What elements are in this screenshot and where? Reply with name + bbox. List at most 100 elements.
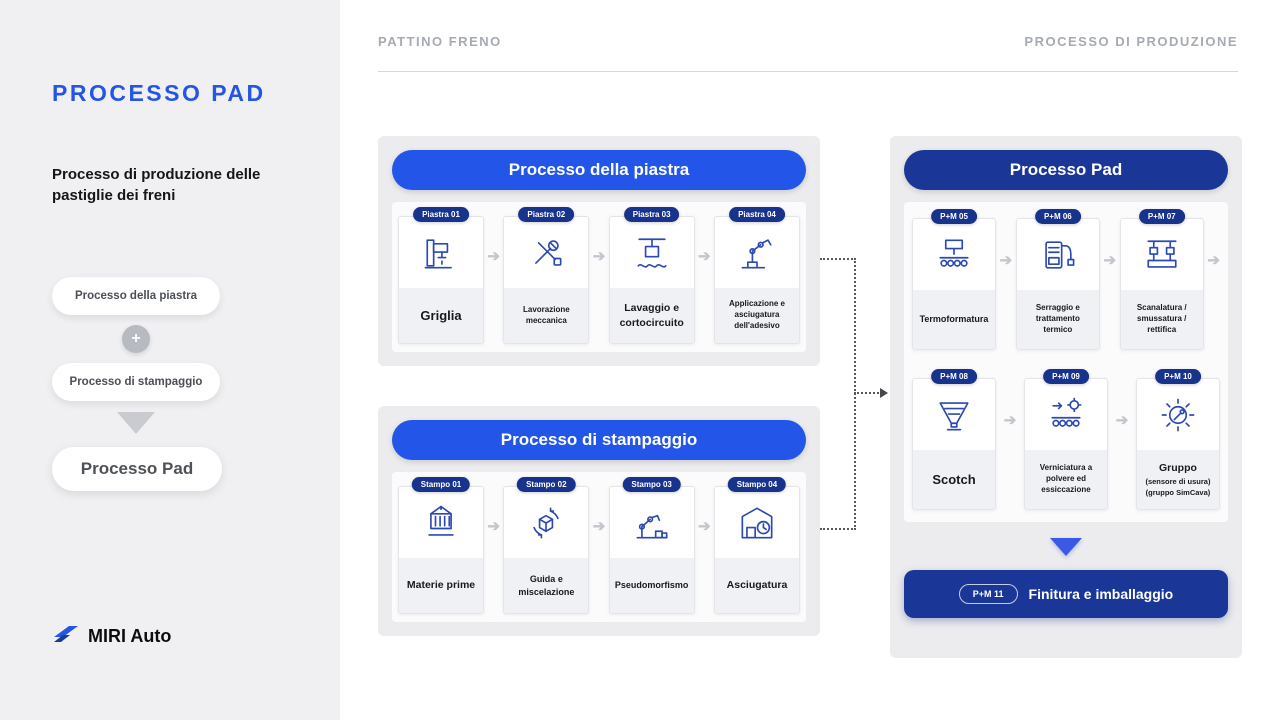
flow-arrow-icon: ➔ <box>1003 412 1017 429</box>
step-card-pseudomorfismo: Stampo 03 Pseudomorfismo <box>608 477 695 614</box>
step-card-scanalatura: P+M 07 Scanalatura / smussatura / rettif… <box>1119 209 1204 350</box>
formula-pill-stampaggio[interactable]: Processo di stampaggio <box>52 363 220 401</box>
gear-wrench-icon <box>1135 378 1220 450</box>
flow-arrow-icon: ➔ <box>999 252 1013 269</box>
pad-cards-grid: P+M 05 Termoformatura ➔ P+M 06 <box>904 202 1228 522</box>
sidebar: PROCESSO PAD Processo di produzione dell… <box>0 0 340 720</box>
step-badge: Stampo 04 <box>727 477 787 492</box>
step-label: Pseudomorfismo <box>608 558 695 614</box>
conveyor-press-icon <box>912 218 996 290</box>
step-badge: P+M 07 <box>1138 209 1185 224</box>
step-label: Termoformatura <box>912 290 996 350</box>
step-card-asciugatura: Stampo 04 Asciugatura <box>713 477 800 614</box>
panel-stampaggio: Processo di stampaggio Stampo 01 Materie… <box>378 406 820 636</box>
step-label: Griglia <box>398 288 484 344</box>
stampaggio-cards-strip: Stampo 01 Materie prime ➔ Stampo 02 <box>392 472 806 622</box>
flow-arrow-icon: ➔ <box>1207 252 1220 269</box>
step-label-main: Gruppo <box>1159 462 1197 475</box>
connector-to-pad <box>854 392 882 394</box>
pad-row-2: P+M 08 Scotch ➔ P+M 09 <box>912 369 1220 510</box>
warehouse-clock-icon <box>713 486 800 558</box>
page-title: PROCESSO PAD <box>52 80 266 106</box>
step-card-serraggio: P+M 06 Serraggio e trattamento termico <box>1015 209 1100 350</box>
flow-arrow-icon: ➔ <box>487 248 500 265</box>
brand-name: MIRI Auto <box>88 626 172 646</box>
brand-logo: MIRI Auto <box>52 624 171 649</box>
washing-icon <box>608 216 695 288</box>
step-card-verniciatura: P+M 09 Verniciatura a polvere ed essicca… <box>1023 369 1108 510</box>
step-card-adesivo: Piastra 04 Applicazione e asciugatura de… <box>713 207 800 344</box>
furnace-hose-icon <box>1015 218 1100 290</box>
panel-pad-title[interactable]: Processo Pad <box>904 150 1228 190</box>
flow-arrow-icon: ➔ <box>698 248 711 265</box>
final-step-button[interactable]: P+M 11 Finitura e imballaggio <box>904 570 1228 618</box>
step-label: Applicazione e asciugatura dell'adesivo <box>713 288 800 344</box>
step-label: Lavaggio e cortocircuito <box>608 288 695 344</box>
step-label: Gruppo (sensore di usura) (gruppo SimCav… <box>1135 450 1220 510</box>
robot-arm-boxes-icon <box>608 486 695 558</box>
double-press-icon <box>1119 218 1204 290</box>
funnel-icon <box>912 378 996 450</box>
panel-piastra-title[interactable]: Processo della piastra <box>392 150 806 190</box>
drill-press-icon <box>398 216 484 288</box>
step-badge: Stampo 01 <box>411 477 471 492</box>
pad-row-1: P+M 05 Termoformatura ➔ P+M 06 <box>912 209 1220 350</box>
step-label-sub: (sensore di usura) (gruppo SimCava) <box>1145 477 1211 497</box>
step-badge: P+M 08 <box>931 369 977 384</box>
step-badge: Stampo 03 <box>622 477 681 492</box>
step-badge: P+M 10 <box>1155 369 1201 384</box>
step-badge: Piastra 03 <box>623 207 680 222</box>
step-badge: Piastra 02 <box>518 207 575 222</box>
step-card-miscelazione: Stampo 02 Guida e miscelazione <box>503 477 590 614</box>
connector-vertical <box>854 258 856 530</box>
step-label: Lavorazione meccanica <box>503 288 590 344</box>
step-label: Serraggio e trattamento termico <box>1015 290 1100 350</box>
step-card-scotch: P+M 08 Scotch <box>912 369 996 510</box>
panel-pad: Processo Pad P+M 05 Termoformatura <box>890 136 1242 658</box>
step-label: Materie prime <box>398 558 484 614</box>
piastra-cards-strip: Piastra 01 Griglia ➔ Piastra 02 <box>392 202 806 352</box>
header-divider <box>378 71 1238 72</box>
flow-arrow-icon: ➔ <box>698 518 711 535</box>
flow-arrow-icon: ➔ <box>1115 412 1129 429</box>
step-badge: P+M 06 <box>1034 209 1081 224</box>
arrow-down-blue-icon <box>1050 538 1082 556</box>
step-card-termoformatura: P+M 05 Termoformatura <box>912 209 996 350</box>
step-label: Asciugatura <box>713 558 800 614</box>
robot-arm-icon <box>713 216 800 288</box>
conveyor-gear-icon <box>1023 378 1108 450</box>
step-badge: Piastra 04 <box>729 207 785 222</box>
step-card-materie: Stampo 01 Materie prime <box>398 477 484 614</box>
panel-piastra: Processo della piastra Piastra 01 Grigli… <box>378 136 820 366</box>
step-card-lavaggio: Piastra 03 Lavaggio e cortocircuito <box>608 207 695 344</box>
step-badge: P+M 09 <box>1043 369 1089 384</box>
step-badge: Stampo 02 <box>517 477 576 492</box>
flow-arrow-icon: ➔ <box>1103 252 1117 269</box>
flow-arrow-icon: ➔ <box>487 518 500 535</box>
page-subtitle: Processo di produzione delle pastiglie d… <box>52 166 261 204</box>
panel-stampaggio-title[interactable]: Processo di stampaggio <box>392 420 806 460</box>
step-card-lavorazione: Piastra 02 Lavorazione meccanica <box>503 207 590 344</box>
mixing-icon <box>503 486 590 558</box>
final-step-label: Finitura e imballaggio <box>1028 586 1174 602</box>
arrow-down-icon <box>117 412 155 434</box>
plus-icon: + <box>122 325 150 353</box>
step-label: Scanalatura / smussatura / rettifica <box>1119 290 1204 350</box>
formula-pill-piastra[interactable]: Processo della piastra <box>52 277 220 315</box>
step-badge: Piastra 01 <box>413 207 469 222</box>
step-card-griglia: Piastra 01 Griglia <box>398 207 484 344</box>
final-step-badge: P+M 11 <box>958 584 1018 604</box>
formula-result-pill[interactable]: Processo Pad <box>52 447 222 491</box>
tools-icon <box>503 216 590 288</box>
flow-arrow-icon: ➔ <box>592 518 606 535</box>
container-icon <box>398 486 484 558</box>
brand-swoosh-icon <box>52 624 80 649</box>
step-label: Verniciatura a polvere ed essiccazione <box>1023 450 1108 510</box>
header-right-label: PROCESSO DI PRODUZIONE <box>1024 34 1238 49</box>
step-label: Guida e miscelazione <box>503 558 590 614</box>
connector-piastra <box>820 258 856 260</box>
connector-arrowhead-icon <box>880 388 888 398</box>
header-left-label: PATTINO FRENO <box>378 34 502 49</box>
step-card-gruppo: P+M 10 Gruppo (sensore di usura) (gruppo… <box>1135 369 1220 510</box>
